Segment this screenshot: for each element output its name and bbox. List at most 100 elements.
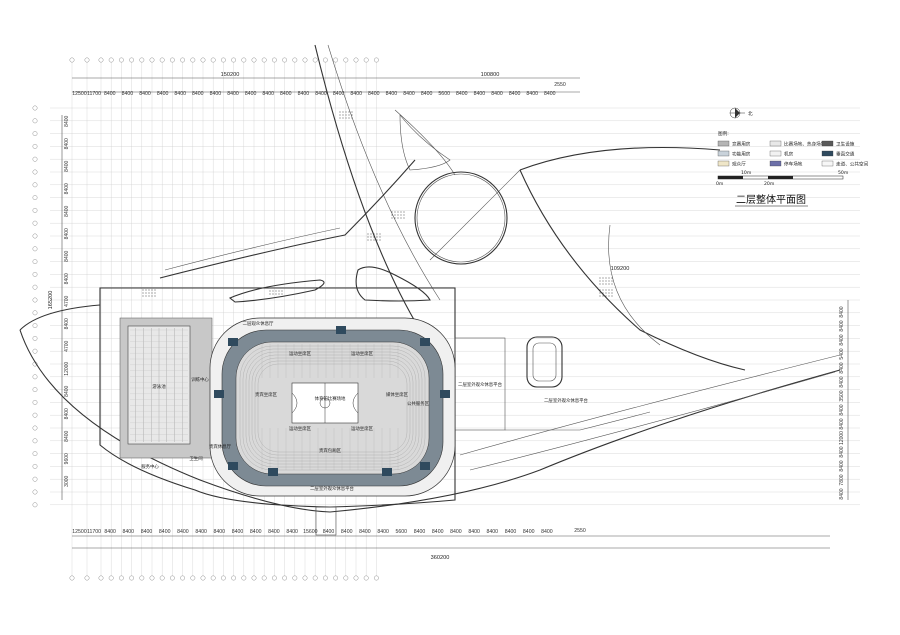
top-total-1: 150200 xyxy=(221,72,240,78)
court-label: 体育馆比赛场地 xyxy=(315,395,346,402)
dimension-value: 8400 xyxy=(839,320,845,331)
dimension-value: 8400 xyxy=(250,529,262,535)
dimension-value: 8400 xyxy=(403,91,415,97)
legend-label: 停车场地 xyxy=(784,161,803,168)
swimming-hall: 游泳池 xyxy=(119,317,213,459)
dimension-value: 8400 xyxy=(474,91,486,97)
dimension-value: 8400 xyxy=(359,529,371,535)
dimension-value: 8400 xyxy=(468,529,480,535)
dimension-value: 3500 xyxy=(839,390,845,401)
legend-swatch xyxy=(821,150,834,157)
dimension-value: 7800 xyxy=(839,474,845,485)
right-total: 109200 xyxy=(611,266,630,272)
dimension-value: 8400 xyxy=(64,115,70,126)
legend: 竞赛用房比赛场地、热身场地卫生设施功能用房机房垂直交通观众厅停车场地走道、公共空… xyxy=(717,140,869,168)
dimension-value: 8400 xyxy=(839,404,845,415)
triangle-island xyxy=(399,114,451,171)
seating-bottom-left: 运动坐席区 xyxy=(289,425,312,432)
drawing-title: 二层整体平面图 xyxy=(736,193,806,206)
legend-swatch xyxy=(769,150,782,157)
dimension-value: 8400 xyxy=(377,529,389,535)
dimension-value: 8400 xyxy=(839,460,845,471)
legend-label: 观众厅 xyxy=(732,162,746,168)
seating-bottom-right: 运动坐席区 xyxy=(351,425,374,432)
scale-20: 20m xyxy=(764,181,775,187)
dimension-value: 8400 xyxy=(839,446,845,457)
dimension-value: 8400 xyxy=(64,318,70,329)
dimension-value: 11700 xyxy=(87,529,101,535)
dimension-value: 8400 xyxy=(141,529,153,535)
dimension-value: 8400 xyxy=(64,385,70,396)
east-terrace-label: 二层室外观众休息平台 xyxy=(458,381,503,388)
dimension-value: 8400 xyxy=(214,529,226,535)
kiosk-building xyxy=(526,336,563,388)
dimension-value: 8400 xyxy=(232,529,244,535)
legend-label: 卫生设施 xyxy=(836,141,855,148)
legend-heading: 图例: xyxy=(718,130,729,137)
seating-west: 贵宾坐席区 xyxy=(255,391,278,398)
vip-lounge-label: 贵宾休息厅 xyxy=(209,443,232,450)
dimension-value: 8400 xyxy=(368,91,380,97)
kiosk-inner xyxy=(532,342,557,382)
legend-swatch xyxy=(717,140,730,147)
legend-swatch xyxy=(769,160,782,167)
left-total: 165200 xyxy=(48,291,54,310)
right-dimension-segments: 8400840084005400840084003500840084001200… xyxy=(839,306,845,499)
dimension-value: 8400 xyxy=(174,91,186,97)
traffic-island-west xyxy=(228,279,325,303)
dimension-value: 8400 xyxy=(839,306,845,317)
legend-label: 垂直交通 xyxy=(836,151,855,158)
south-terrace-label: 二层室外观众休息平台 xyxy=(310,485,355,492)
seating-top-right: 运动坐席区 xyxy=(351,350,374,357)
bottom-total: 360200 xyxy=(431,555,450,561)
top-total-2: 100800 xyxy=(481,72,500,78)
dimension-value: 12500 xyxy=(72,529,87,535)
scale-0: 0m xyxy=(716,181,724,187)
dimension-value: 9600 xyxy=(64,453,70,464)
legend-label: 竞赛用房 xyxy=(732,141,751,148)
dimension-value: 8400 xyxy=(192,91,204,97)
dimension-value: 8400 xyxy=(839,376,845,387)
dimension-value: 8400 xyxy=(64,228,70,239)
dimension-value: 3000 xyxy=(64,475,70,486)
dimension-value: 8400 xyxy=(123,529,135,535)
north-label: 北 xyxy=(748,110,753,117)
dimension-value: 4700 xyxy=(64,340,70,351)
roundabout-inner xyxy=(416,173,506,263)
dimension-value: 8400 xyxy=(432,529,444,535)
dimension-value: 8400 xyxy=(386,91,398,97)
dimension-value: 8400 xyxy=(323,529,335,535)
left-dimension-segments: 8400840084008400840084008400840047008400… xyxy=(64,115,70,486)
legend-swatch xyxy=(821,160,834,167)
scale-10: 10m xyxy=(741,170,752,176)
dimension-value: 5400 xyxy=(839,348,845,359)
legend-label: 比赛场地、热身场地 xyxy=(784,141,826,148)
dimension-value: 8400 xyxy=(157,91,169,97)
dimension-value: 8400 xyxy=(64,250,70,261)
dimension-value: 8400 xyxy=(491,91,503,97)
legend-swatch xyxy=(717,160,730,167)
dimension-value: 8400 xyxy=(839,418,845,429)
dimension-value: 8400 xyxy=(450,529,462,535)
dimension-value: 8400 xyxy=(262,91,274,97)
training-label: 训练中心 xyxy=(191,376,209,383)
dimension-value: 8400 xyxy=(526,91,538,97)
dimension-value: 8400 xyxy=(456,91,468,97)
dimension-value: 5600 xyxy=(438,91,450,97)
dimension-value: 5600 xyxy=(396,529,408,535)
dimension-value: 8400 xyxy=(414,529,426,535)
dimension-value: 8400 xyxy=(839,334,845,345)
dimension-value: 4700 xyxy=(64,295,70,306)
dimension-value: 8400 xyxy=(245,91,257,97)
dimension-value: 8400 xyxy=(159,529,171,535)
dimension-value: 8400 xyxy=(298,91,310,97)
dimension-value: 8400 xyxy=(541,529,553,535)
pool-label: 游泳池 xyxy=(152,383,166,390)
legend-label: 走道、公共空间 xyxy=(836,161,869,168)
dimension-value: 8400 xyxy=(64,205,70,216)
dimension-value: 8400 xyxy=(505,529,517,535)
service-center-label: 服务中心 xyxy=(141,463,159,470)
legend-swatch xyxy=(769,140,782,147)
